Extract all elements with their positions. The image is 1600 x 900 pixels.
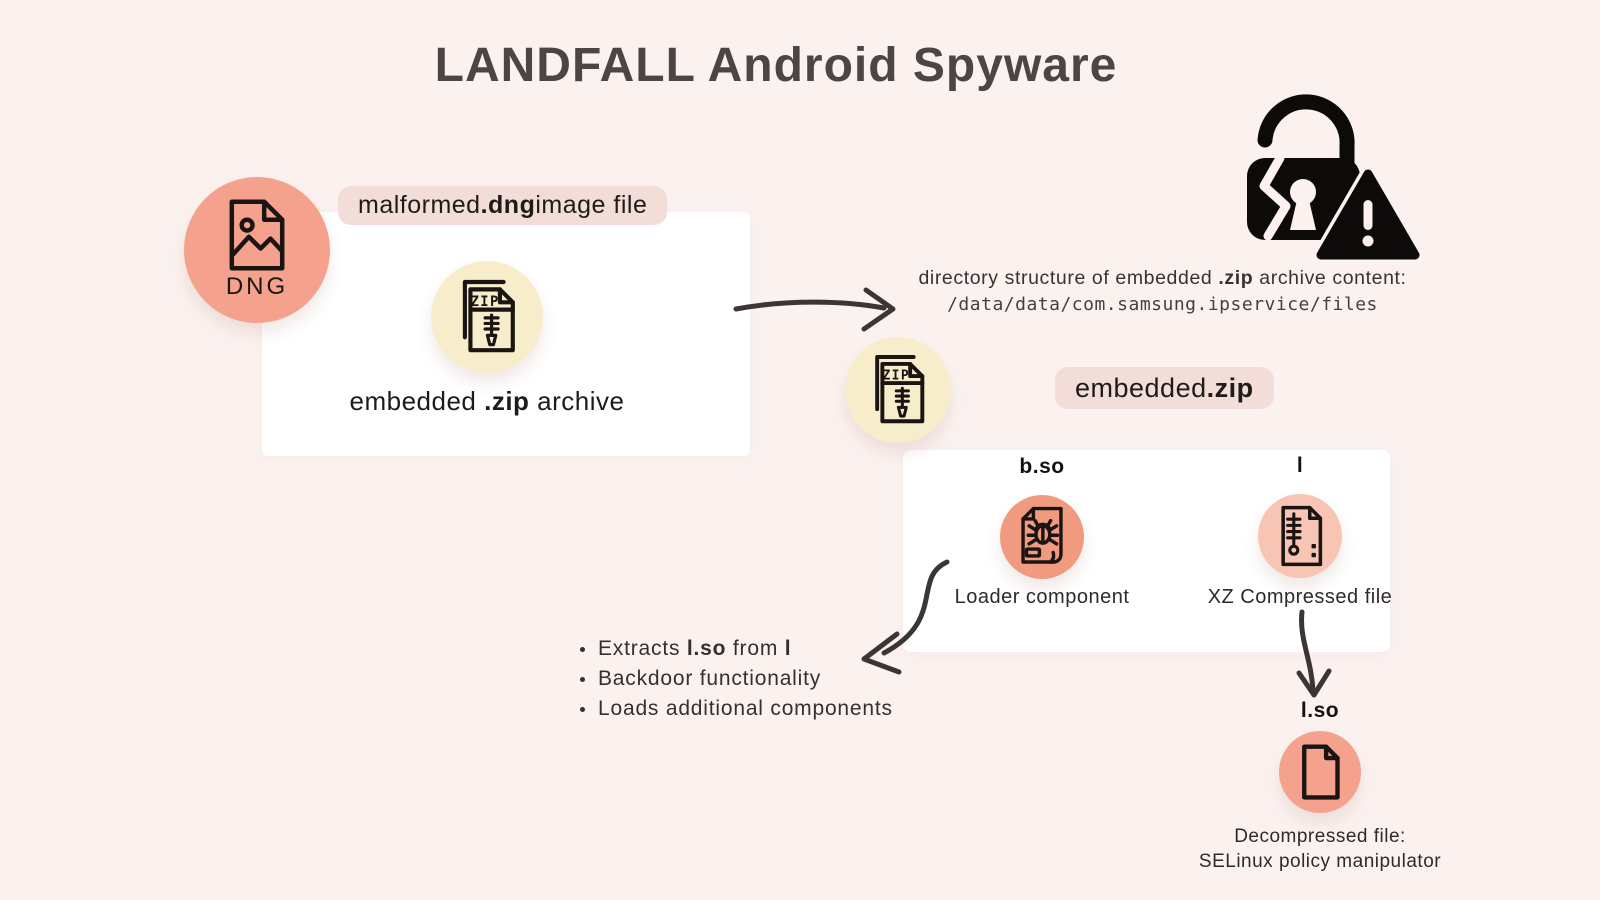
tag-text: malformed xyxy=(358,191,481,219)
list-text: Extracts xyxy=(598,637,687,660)
loader-details-list: Extracts l.so from l Backdoor functional… xyxy=(580,634,893,724)
list-item-text: Extracts l.so from l xyxy=(598,634,791,664)
lso-caption: Decompressed file: SELinux policy manipu… xyxy=(1190,824,1450,874)
caption-text-bold: .zip xyxy=(484,386,530,416)
loader-caption: Loader component xyxy=(954,586,1130,608)
zip-archive-caption: embedded .zip archive xyxy=(287,386,687,417)
list-item: Extracts l.so from l xyxy=(580,634,893,664)
embedded-zip-node: ZIP xyxy=(845,337,951,443)
directory-note: directory structure of embedded .zip arc… xyxy=(900,267,1425,315)
xz-node xyxy=(1258,494,1342,578)
list-item-text: Backdoor functionality xyxy=(598,664,821,694)
caption-text: archive xyxy=(537,386,625,416)
file-icon xyxy=(1302,744,1340,800)
list-text: from xyxy=(726,637,785,660)
xz-caption: XZ Compressed file xyxy=(1207,586,1393,608)
zip-file-icon: ZIP xyxy=(462,279,515,353)
page-title: LANDFALL Android Spyware xyxy=(434,39,1118,92)
list-item: Loads additional components xyxy=(580,694,893,724)
lso-node xyxy=(1279,731,1361,813)
xz-compressed-file-icon xyxy=(1281,505,1323,567)
malformed-dng-tag: malformed .dng image file xyxy=(338,186,668,225)
lso-name: l.so xyxy=(1300,699,1340,722)
note-text-bold: .zip xyxy=(1218,267,1254,289)
tag-text-bold: .dng xyxy=(480,191,536,219)
tag-text-bold: .zip xyxy=(1206,372,1254,403)
dng-file-node: DNG xyxy=(184,177,330,323)
zip-file-icon: ZIP xyxy=(875,355,925,424)
bullet-icon xyxy=(580,707,585,712)
zip-glyph-text: ZIP xyxy=(471,294,500,310)
xz-name: l xyxy=(1296,454,1304,477)
note-text: directory structure of embedded xyxy=(918,267,1219,289)
lso-caption-line2: SELinux policy manipulator xyxy=(1198,851,1442,872)
list-text: Loads additional components xyxy=(598,697,893,720)
bug-file-icon xyxy=(1021,506,1063,564)
arrow-dng-to-directory xyxy=(733,287,896,332)
bullet-icon xyxy=(580,647,585,652)
list-text: Backdoor functionality xyxy=(598,667,822,690)
embedded-zip-tag: embedded .zip xyxy=(1055,367,1274,409)
directory-note-line1: directory structure of embedded .zip arc… xyxy=(900,267,1425,290)
caption-text: embedded xyxy=(349,386,485,416)
loader-name: b.so xyxy=(1019,455,1065,478)
list-item-text: Loads additional components xyxy=(598,694,893,724)
list-text-bold: l.so xyxy=(686,637,727,660)
broken-lock-warning-icon xyxy=(1247,94,1420,263)
loader-node xyxy=(1000,495,1084,579)
tag-text: embedded xyxy=(1075,372,1207,403)
note-text: archive content: xyxy=(1259,267,1407,289)
tag-text: image file xyxy=(535,191,648,219)
list-item: Backdoor functionality xyxy=(580,664,893,694)
list-text-bold: l xyxy=(784,637,792,660)
directory-path: /data/data/com.samsung.ipservice/files xyxy=(947,294,1378,315)
image-file-icon xyxy=(229,199,285,271)
zip-archive-node: ZIP xyxy=(431,261,543,373)
lso-caption-line1: Decompressed file: xyxy=(1234,826,1406,847)
dng-badge-label: DNG xyxy=(225,273,289,300)
bullet-icon xyxy=(580,677,585,682)
zip-glyph-text: ZIP xyxy=(883,369,910,384)
